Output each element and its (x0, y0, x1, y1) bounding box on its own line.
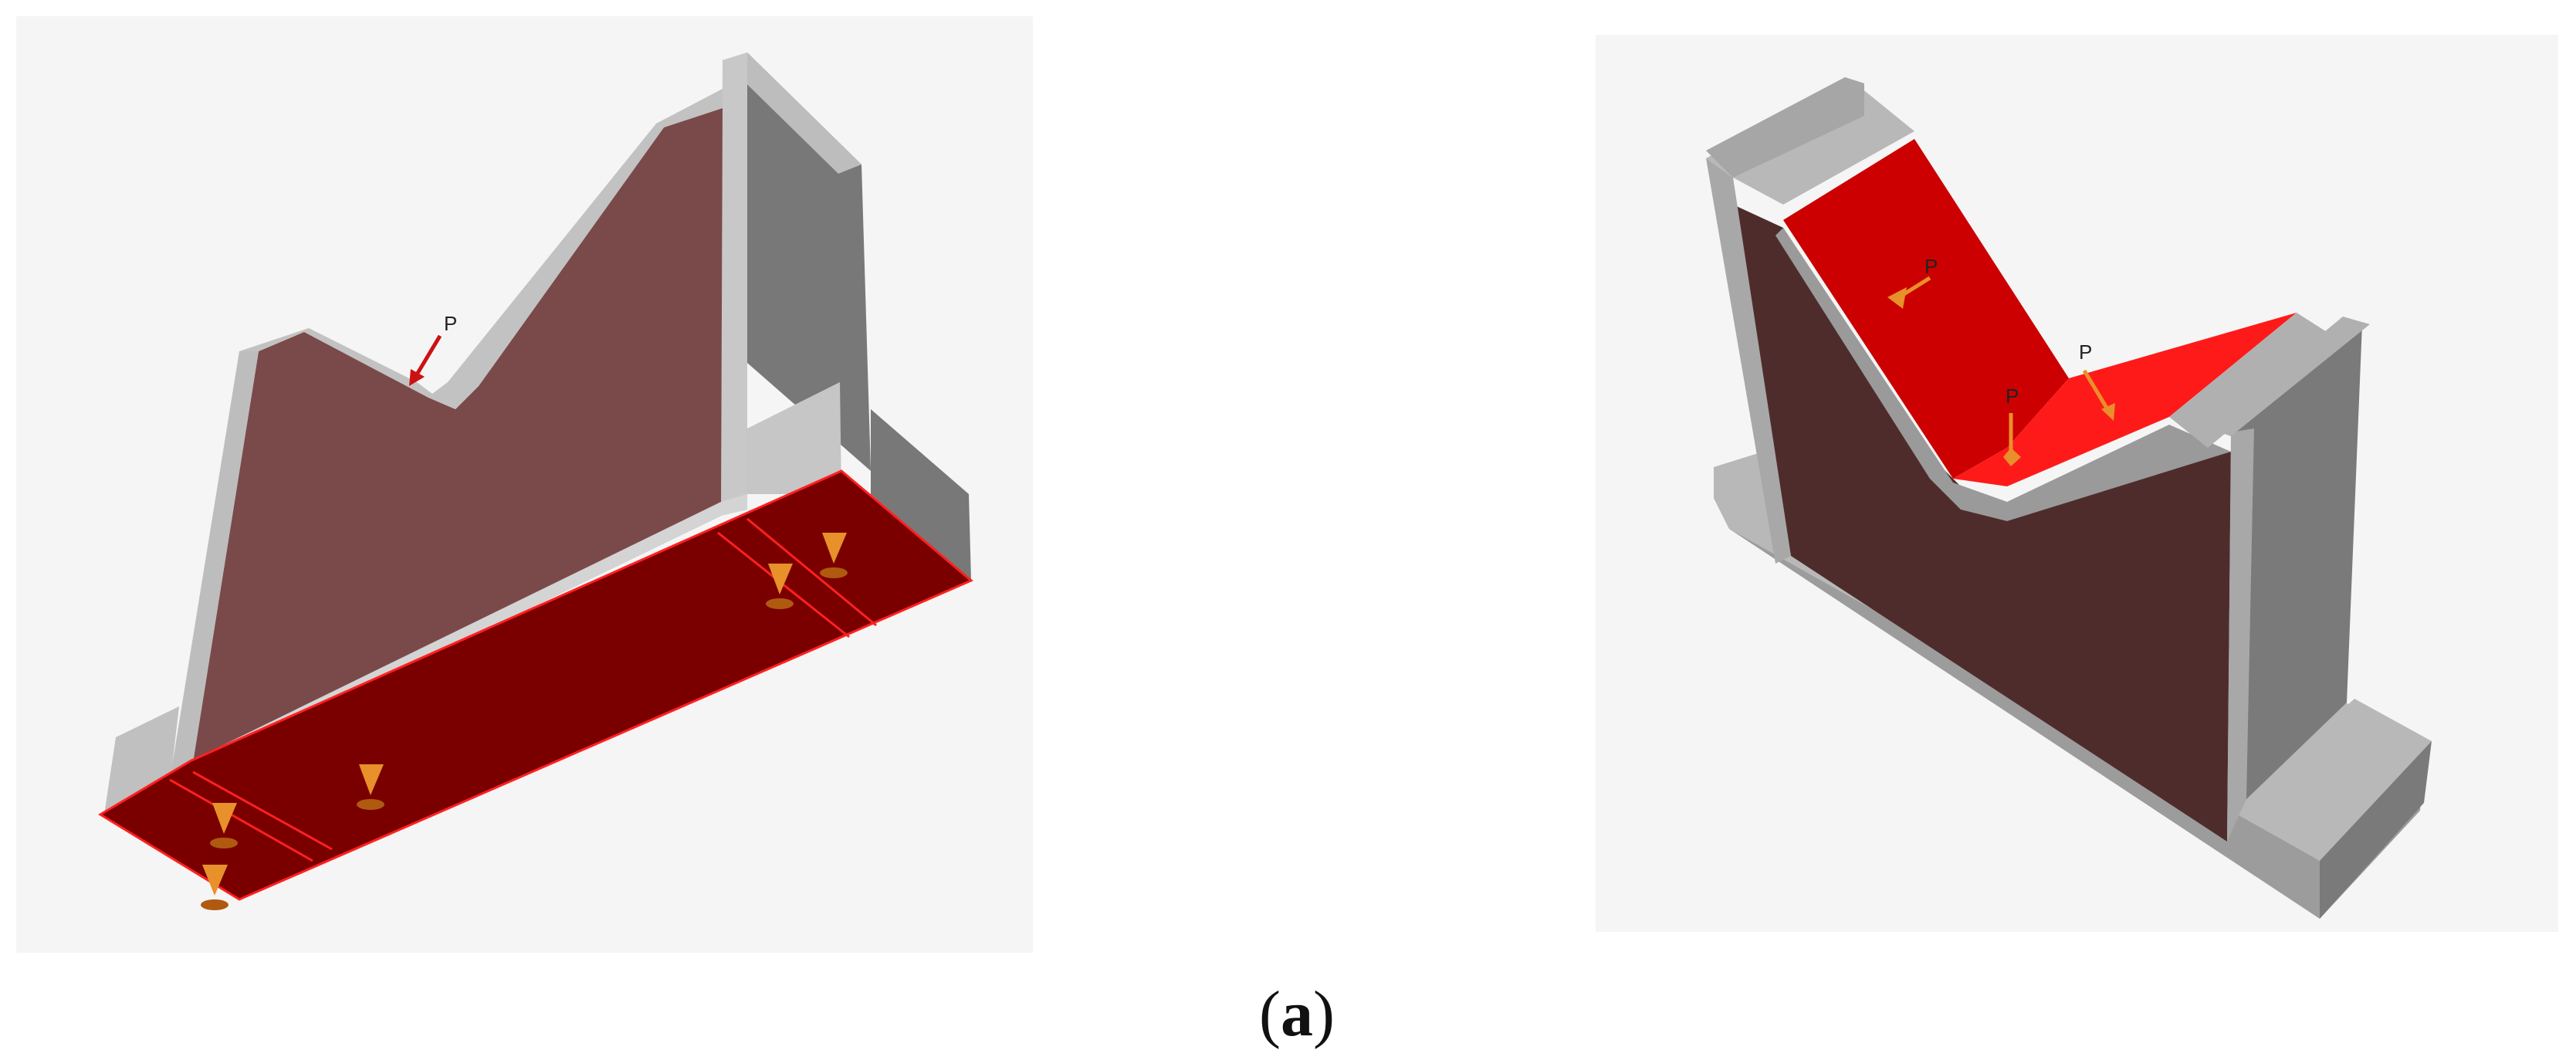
right-loaded-floor (1953, 313, 2297, 486)
right-column-face (2227, 428, 2254, 842)
left-column-front (721, 52, 747, 516)
support-icon (210, 803, 238, 848)
right-top-block-top (1706, 77, 1864, 178)
left-wall-face (191, 108, 723, 772)
right-mid-block (2169, 313, 2339, 448)
right-load-label-1: P (1924, 255, 1938, 278)
right-column-front (2231, 324, 2362, 803)
slab-line (746, 517, 877, 627)
left-back-block-top (723, 52, 861, 174)
left-wall-edge (170, 351, 259, 780)
left-load-arrowhead (409, 369, 425, 386)
slab-line (169, 778, 313, 862)
support-icon (201, 865, 228, 910)
right-loaded-slope (1783, 139, 2069, 479)
right-load-label-2: P (2006, 384, 2019, 408)
right-left-column (1706, 158, 1791, 564)
right-front-block-side (2320, 741, 2432, 919)
right-load-arrowhead-1 (1887, 287, 1907, 309)
support-icon (820, 533, 848, 578)
left-base-block-face (747, 382, 841, 494)
right-load-arrowhead-2 (2003, 448, 2021, 466)
right-load-label-3: P (2079, 340, 2092, 364)
figure-caption: (a) (1259, 978, 1335, 1050)
left-load-label: P (444, 312, 457, 335)
support-icon (766, 564, 794, 609)
right-rim (1775, 228, 2231, 521)
right-load-arrowhead-3 (2101, 403, 2115, 421)
right-front-block-top (2243, 699, 2432, 861)
support-icon (357, 764, 384, 810)
right-load-arrow-3 (2082, 369, 2110, 411)
left-base-block-side (871, 409, 971, 581)
left-load-arrow (415, 334, 442, 376)
slab-line (192, 770, 333, 851)
left-wall-top-rim (239, 89, 723, 409)
